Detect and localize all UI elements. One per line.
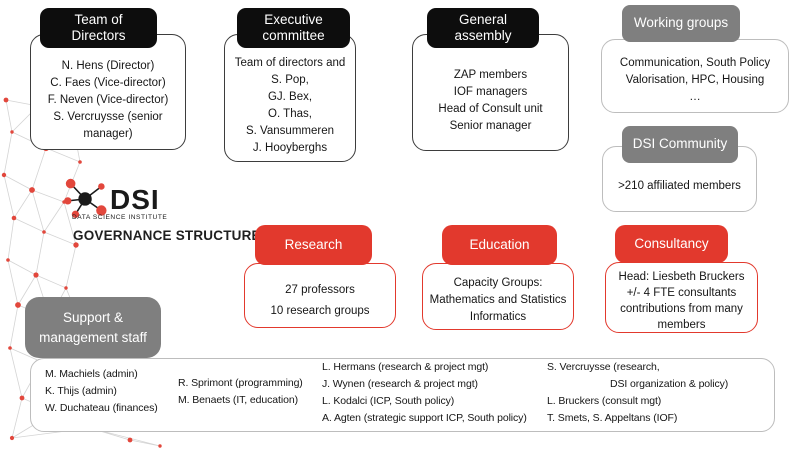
slide-title: GOVERNANCE STRUCTURE [73, 228, 261, 243]
staff-line: T. Smets, S. Appeltans (IOF) [547, 412, 678, 424]
education-line: Capacity Groups: [453, 277, 543, 289]
staff-line: DSI organization & policy) [610, 378, 729, 390]
consultancy-header: Consultancy [615, 225, 728, 263]
working-groups-header: Working groups [622, 5, 740, 42]
research-line: 10 research groups [270, 304, 370, 317]
education-panel: Capacity Groups: Mathematics and Statist… [422, 263, 574, 330]
dsi-logo-abbr: DSI [110, 184, 160, 215]
member-line: GJ. Bex, [267, 91, 313, 103]
member-line: F. Neven (Vice-director) [47, 93, 169, 106]
group-line: … [689, 90, 701, 103]
member-line: O. Thas, [268, 108, 312, 120]
member-line: Team of directors and [234, 57, 346, 69]
staff-line: R. Sprimont (programming) [178, 377, 303, 389]
group-line: Valorisation, HPC, Housing [625, 73, 765, 86]
staff-line: L. Hermans (research & project mgt) [322, 361, 489, 373]
dsi-molecule-logo-icon [64, 178, 107, 218]
group-line: Communication, South Policy [619, 56, 771, 69]
staff-line: M. Machiels (admin) [45, 368, 138, 380]
staff-column-research: L. Hermans (research & project mgt) J. W… [322, 359, 527, 427]
staff-column-admin: M. Machiels (admin) K. Thijs (admin) W. … [45, 366, 158, 417]
general-assembly-header: General assembly [427, 8, 539, 48]
staff-column-policy: S. Vercruysse (research, DSI organizatio… [547, 359, 728, 427]
member-line: S. Vansummeren [246, 125, 334, 137]
member-line: ZAP members [453, 68, 528, 81]
research-panel: 27 professors 10 research groups [244, 263, 396, 328]
team-of-directors-header: Team of Directors [40, 8, 157, 48]
staff-line: W. Duchateau (finances) [45, 402, 158, 414]
staff-line: A. Agten (strategic support ICP, South p… [322, 412, 527, 424]
staff-line: L. Bruckers (consult mgt) [547, 395, 662, 407]
staff-line: J. Wynen (research & project mgt) [322, 378, 478, 390]
member-line: Senior manager [449, 119, 532, 132]
team-of-directors-panel: N. Hens (Director) C. Faes (Vice-directo… [30, 34, 186, 150]
research-header: Research [255, 225, 372, 265]
consultancy-panel: Head: Liesbeth Bruckers +/- 4 FTE consul… [605, 262, 758, 333]
executive-committee-panel: Team of directors and S. Pop, GJ. Bex, O… [224, 34, 356, 162]
education-line: Mathematics and Statistics [429, 294, 567, 306]
working-groups-panel: Communication, South Policy Valorisation… [601, 39, 789, 113]
research-line: 27 professors [285, 283, 355, 296]
support-management-staff-header: Support & management staff [25, 297, 161, 358]
member-line: C. Faes (Vice-director) [50, 76, 166, 89]
staff-line: K. Thijs (admin) [45, 385, 117, 397]
executive-committee-header: Executive committee [237, 8, 350, 48]
member-line: N. Hens (Director) [61, 59, 155, 72]
member-line: J. Hooyberghs [252, 142, 328, 154]
education-line: Informatics [469, 311, 527, 323]
member-line: S. Vercruysse (senior manager) [53, 110, 163, 140]
support-staff-panel [30, 358, 775, 432]
member-line: S. Pop, [271, 74, 309, 86]
dsi-logo-subtitle: DATA SCIENCE INSTITUTE [72, 214, 168, 221]
general-assembly-panel: ZAP members IOF managers Head of Consult… [412, 34, 569, 151]
staff-line: M. Benaets (IT, education) [178, 394, 298, 406]
education-header: Education [442, 225, 557, 265]
community-line: >210 affiliated members [618, 179, 741, 192]
consultancy-line: +/- 4 FTE consultants [626, 286, 737, 299]
staff-column-it: R. Sprimont (programming) M. Benaets (IT… [178, 375, 303, 409]
member-line: Head of Consult unit [438, 102, 543, 115]
staff-line: S. Vercruysse (research, [547, 361, 660, 373]
staff-line: L. Kodalci (ICP, South policy) [322, 395, 455, 407]
dsi-community-header: DSI Community [622, 126, 738, 163]
consultancy-line: contributions from many members [620, 302, 743, 331]
consultancy-line: Head: Liesbeth Bruckers [618, 270, 745, 283]
member-line: IOF managers [453, 85, 528, 98]
